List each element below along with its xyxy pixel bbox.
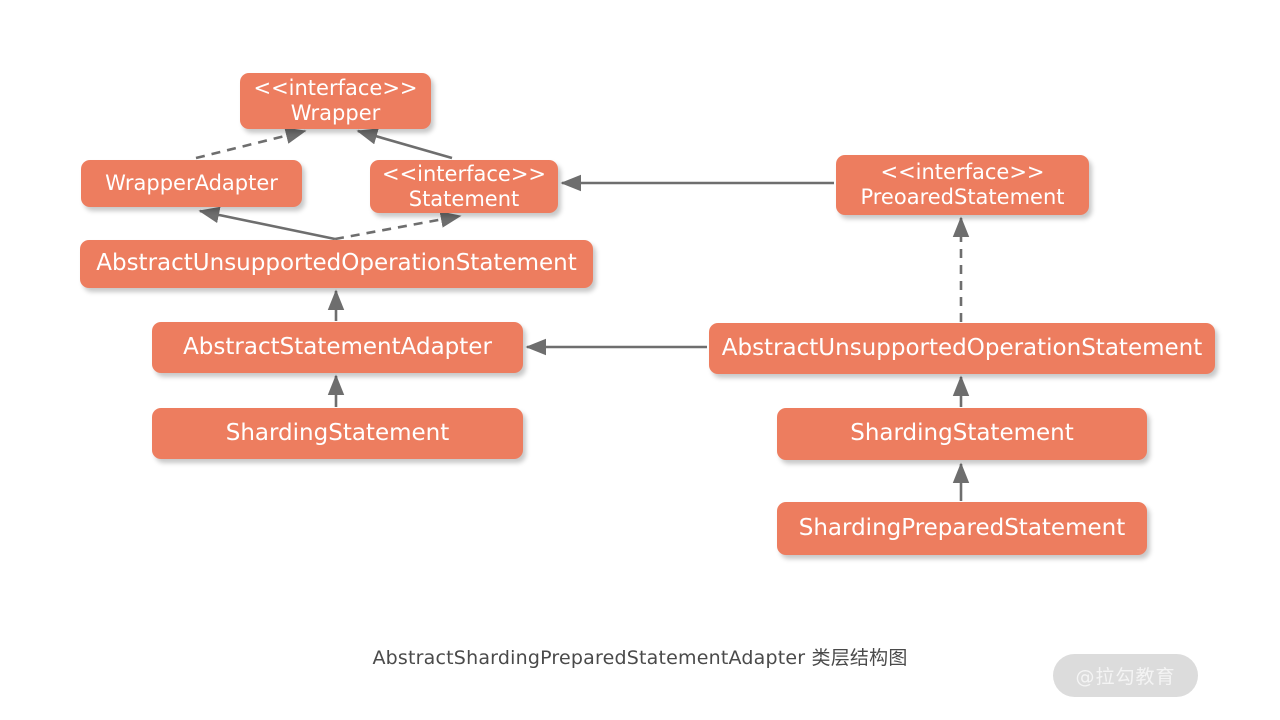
node-abstract-statement-adapter-label: AbstractStatementAdapter: [183, 333, 492, 360]
edge-auosleft-to-statement: [334, 211, 462, 241]
node-sharding-prepared-statement-label: ShardingPreparedStatement: [798, 514, 1126, 541]
node-prepared-statement-interface[interactable]: <<interface>> PreoaredStatement: [836, 155, 1089, 215]
node-wrapper-adapter[interactable]: WrapperAdapter: [81, 160, 302, 207]
node-statement-stereotype: <<interface>>: [381, 161, 547, 186]
node-wrapper-stereotype: <<interface>>: [253, 76, 418, 101]
node-prepared-statement-interface-stereotype: <<interface>>: [880, 160, 1045, 185]
node-sharding-statement-right[interactable]: ShardingStatement: [777, 408, 1147, 460]
node-sharding-statement-left-label: ShardingStatement: [225, 419, 450, 446]
node-sharding-prepared-statement[interactable]: ShardingPreparedStatement: [777, 502, 1147, 555]
node-statement-label: Statement: [408, 186, 520, 211]
node-abstract-unsupported-operation-statement-right-label: AbstractUnsupportedOperationStatement: [721, 334, 1203, 361]
node-wrapper-adapter-label: WrapperAdapter: [105, 171, 278, 196]
diagram-caption: AbstractShardingPreparedStatementAdapter…: [372, 647, 908, 669]
node-abstract-unsupported-operation-statement-right[interactable]: AbstractUnsupportedOperationStatement: [709, 323, 1215, 374]
node-abstract-statement-adapter[interactable]: AbstractStatementAdapter: [152, 322, 523, 373]
watermark: @拉勾教育: [1053, 654, 1198, 697]
edge-wrapperadapter-to-wrapper: [195, 127, 307, 160]
edge-auosleft-to-wrapperadapter: [198, 206, 336, 241]
node-wrapper-label: Wrapper: [290, 101, 381, 125]
node-wrapper[interactable]: <<interface>> Wrapper: [240, 73, 431, 129]
node-abstract-unsupported-operation-statement-left-label: AbstractUnsupportedOperationStatement: [96, 250, 577, 277]
node-statement[interactable]: <<interface>> Statement: [370, 160, 558, 213]
edge-statement-to-wrapper: [356, 128, 453, 160]
node-sharding-statement-left[interactable]: ShardingStatement: [152, 408, 523, 459]
node-sharding-statement-right-label: ShardingStatement: [850, 420, 1074, 447]
node-abstract-unsupported-operation-statement-left[interactable]: AbstractUnsupportedOperationStatement: [80, 240, 593, 288]
node-prepared-statement-interface-label: PreoaredStatement: [860, 185, 1065, 209]
